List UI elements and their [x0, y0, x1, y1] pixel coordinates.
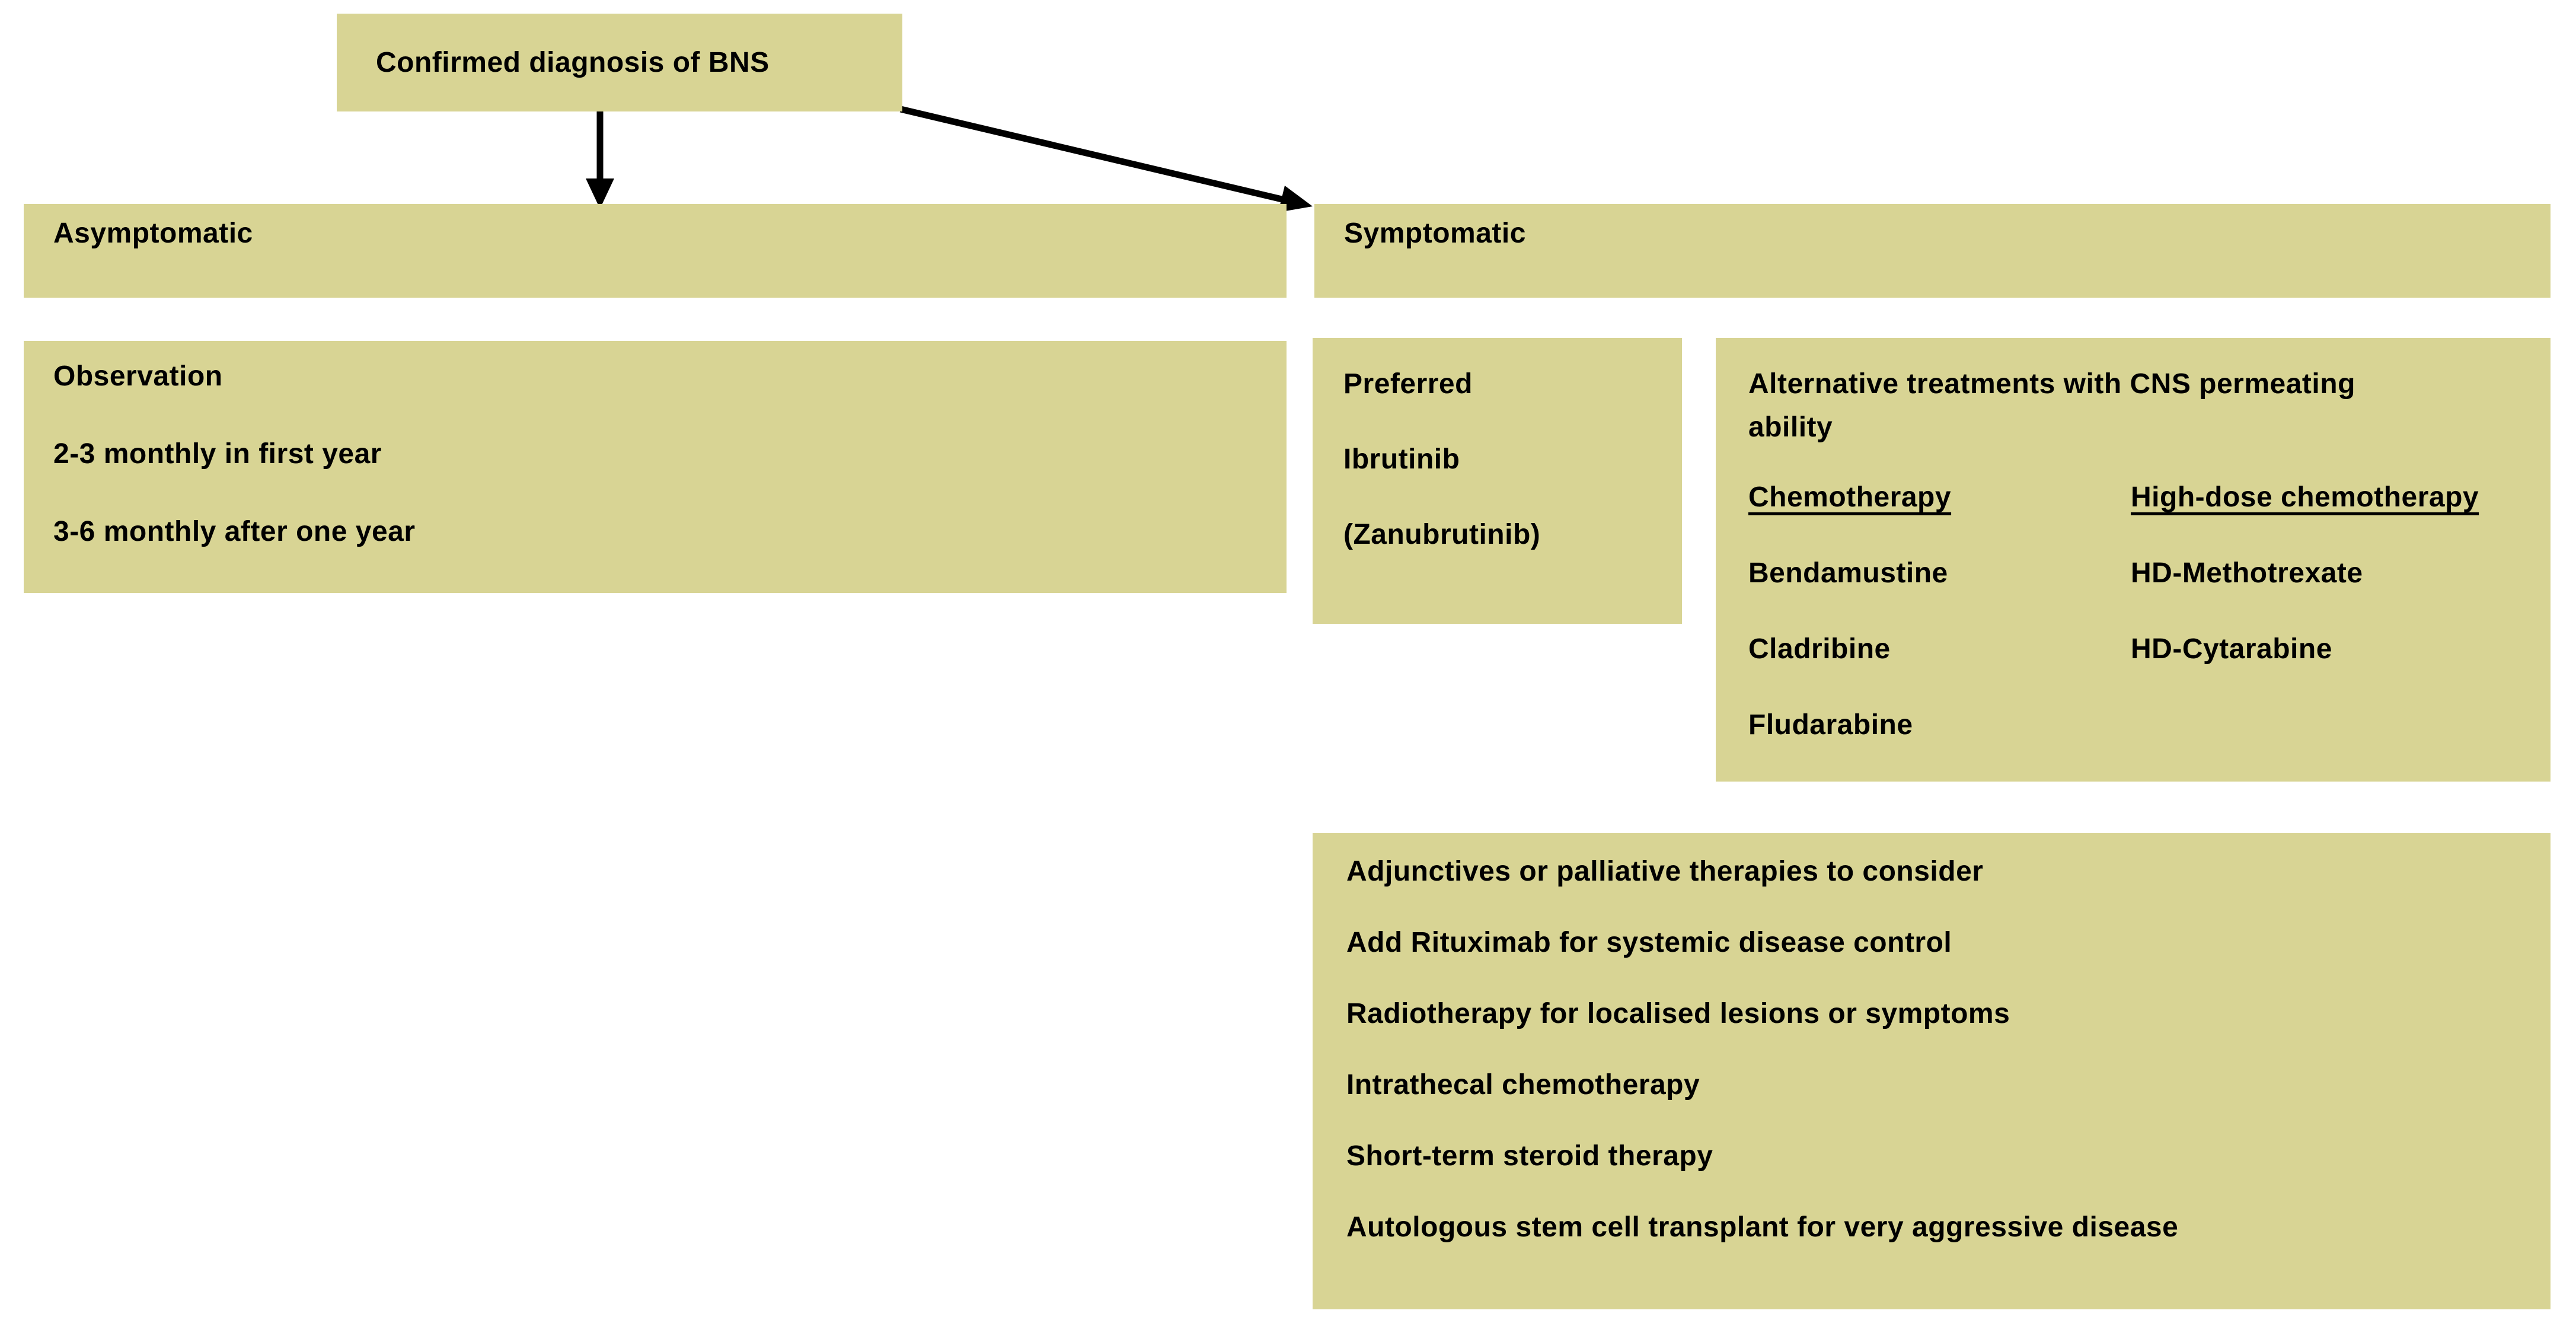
adjunctive-line: Radiotherapy for localised lesions or sy…	[1346, 998, 2010, 1029]
node-confirmed-diagnosis-label: Confirmed diagnosis of BNS	[376, 46, 770, 78]
preferred-line: (Zanubrutinib)	[1343, 519, 1541, 550]
node-symptomatic-label: Symptomatic	[1344, 218, 1526, 249]
node-symptomatic: Symptomatic	[1314, 204, 2551, 298]
node-preferred-treatment: Preferred Ibrutinib (Zanubrutinib)	[1313, 338, 1682, 624]
observation-line: Observation	[53, 361, 223, 392]
node-asymptomatic: Asymptomatic	[24, 204, 1287, 298]
node-alternative-treatments: Alternative treatments with CNS permeati…	[1716, 338, 2551, 782]
node-asymptomatic-label: Asymptomatic	[53, 218, 253, 249]
preferred-line: Preferred	[1343, 368, 1473, 400]
chemotherapy-column: Chemotherapy Bendamustine Cladribine Flu…	[1748, 483, 2131, 739]
high-dose-chemotherapy-column-header: High-dose chemotherapy	[2131, 482, 2479, 513]
alternative-treatments-heading: Alternative treatments with CNS permeati…	[1748, 368, 2355, 443]
arrow-to-symptomatic-shaft	[899, 106, 1283, 203]
adjunctive-line: Short-term steroid therapy	[1346, 1140, 1713, 1172]
observation-line: 3-6 monthly after one year	[53, 516, 416, 547]
preferred-line: Ibrutinib	[1343, 444, 1460, 475]
adjunctive-line: Add Rituximab for systemic disease contr…	[1346, 927, 1952, 958]
node-confirmed-diagnosis: Confirmed diagnosis of BNS	[337, 14, 902, 111]
observation-line: 2-3 monthly in first year	[53, 438, 382, 470]
high-dose-chemotherapy-item: HD-Methotrexate	[2131, 557, 2363, 589]
alternative-treatments-columns: Chemotherapy Bendamustine Cladribine Flu…	[1748, 483, 2527, 739]
node-observation: Observation 2-3 monthly in first year 3-…	[24, 341, 1287, 593]
chemotherapy-item: Fludarabine	[1748, 709, 1913, 741]
chemotherapy-item: Bendamustine	[1748, 557, 1948, 589]
chemotherapy-column-header: Chemotherapy	[1748, 482, 1952, 513]
high-dose-chemotherapy-column: High-dose chemotherapy HD-Methotrexate H…	[2131, 483, 2479, 739]
chemotherapy-item: Cladribine	[1748, 633, 1891, 665]
high-dose-chemotherapy-item: HD-Cytarabine	[2131, 633, 2332, 665]
adjunctive-line: Autologous stem cell transplant for very…	[1346, 1211, 2179, 1243]
adjunctive-line: Intrathecal chemotherapy	[1346, 1069, 1700, 1101]
node-adjunctive-therapies: Adjunctives or palliative therapies to c…	[1313, 833, 2551, 1309]
adjunctive-line: Adjunctives or palliative therapies to c…	[1346, 856, 1984, 887]
